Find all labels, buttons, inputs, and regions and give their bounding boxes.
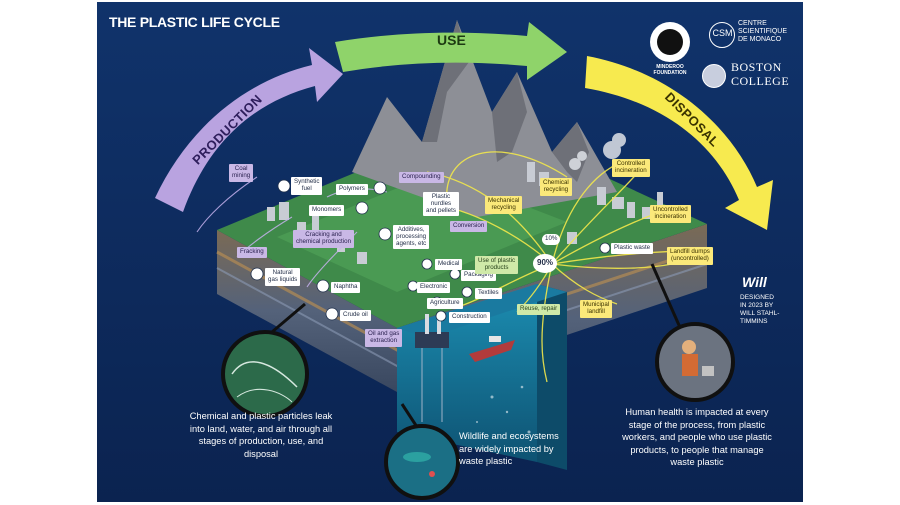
label-electronic: Electronic <box>417 282 451 293</box>
boston-college-line1: BOSTON <box>731 60 782 74</box>
credit-line1: DESIGNED <box>740 294 774 301</box>
csm-name-3: DE MONACO <box>738 36 782 43</box>
label-reuse-repair: Reuse, repair <box>517 304 561 315</box>
minderoo-logo-text: MINDEROO FOUNDATION <box>653 64 687 76</box>
label-textiles: Textiles <box>475 288 502 299</box>
boston-college-line2: COLLEGE <box>731 74 790 88</box>
label-plastic-waste: Plastic waste <box>611 243 654 254</box>
stage-use-label: USE <box>437 32 466 48</box>
label-monomers: Monomers <box>309 205 345 216</box>
label-fracking: Fracking <box>237 247 267 258</box>
label-polymers: Polymers <box>336 184 368 195</box>
disposal-arrow <box>585 56 773 230</box>
page-title: THE PLASTIC LIFE CYCLE <box>109 14 280 30</box>
credit-line4: TIMMINS <box>740 318 768 325</box>
csm-name-1: CENTRE <box>738 20 767 27</box>
credit-line3: WILL STAHL- <box>740 310 780 317</box>
label-naphtha: Naphtha <box>331 282 361 293</box>
label-landfill-dumps: Landfill dumps(uncontrolled) <box>667 247 713 265</box>
label-packaging: Packaging <box>461 270 496 281</box>
magnifier-land <box>221 330 309 418</box>
label-conversion: Conversion <box>450 221 488 232</box>
magnifier-ocean <box>384 424 460 500</box>
label-medical: Medical <box>435 259 463 270</box>
credit-signature: Will <box>742 274 767 290</box>
cargo-ship <box>469 336 515 362</box>
label-10-percent: 10% <box>542 234 561 245</box>
label-compounding: Compounding <box>399 172 444 183</box>
label-crude-oil: Crude oil <box>340 310 371 321</box>
label-construction: Construction <box>449 312 490 323</box>
label-90-percent: 90% <box>533 254 558 273</box>
plastic-life-cycle-poster: THE PLASTIC LIFE CYCLE PRODUCTION USE DI… <box>97 2 803 502</box>
oil-rig <box>415 314 449 422</box>
minderoo-logo-inner <box>657 29 683 55</box>
csm-logo-abbr: CSM <box>712 28 733 38</box>
ocean-side <box>537 284 567 470</box>
product-icons <box>250 179 611 322</box>
boston-college-seal <box>702 64 726 88</box>
csm-name-2: SCIENTIFIQUE <box>738 28 788 35</box>
csm-logo-circle <box>709 22 735 48</box>
production-arrow <box>155 48 343 212</box>
credit-line2: IN 2023 BY <box>740 302 774 309</box>
label-agriculture: Agriculture <box>427 298 463 309</box>
use-arrow <box>335 22 567 80</box>
